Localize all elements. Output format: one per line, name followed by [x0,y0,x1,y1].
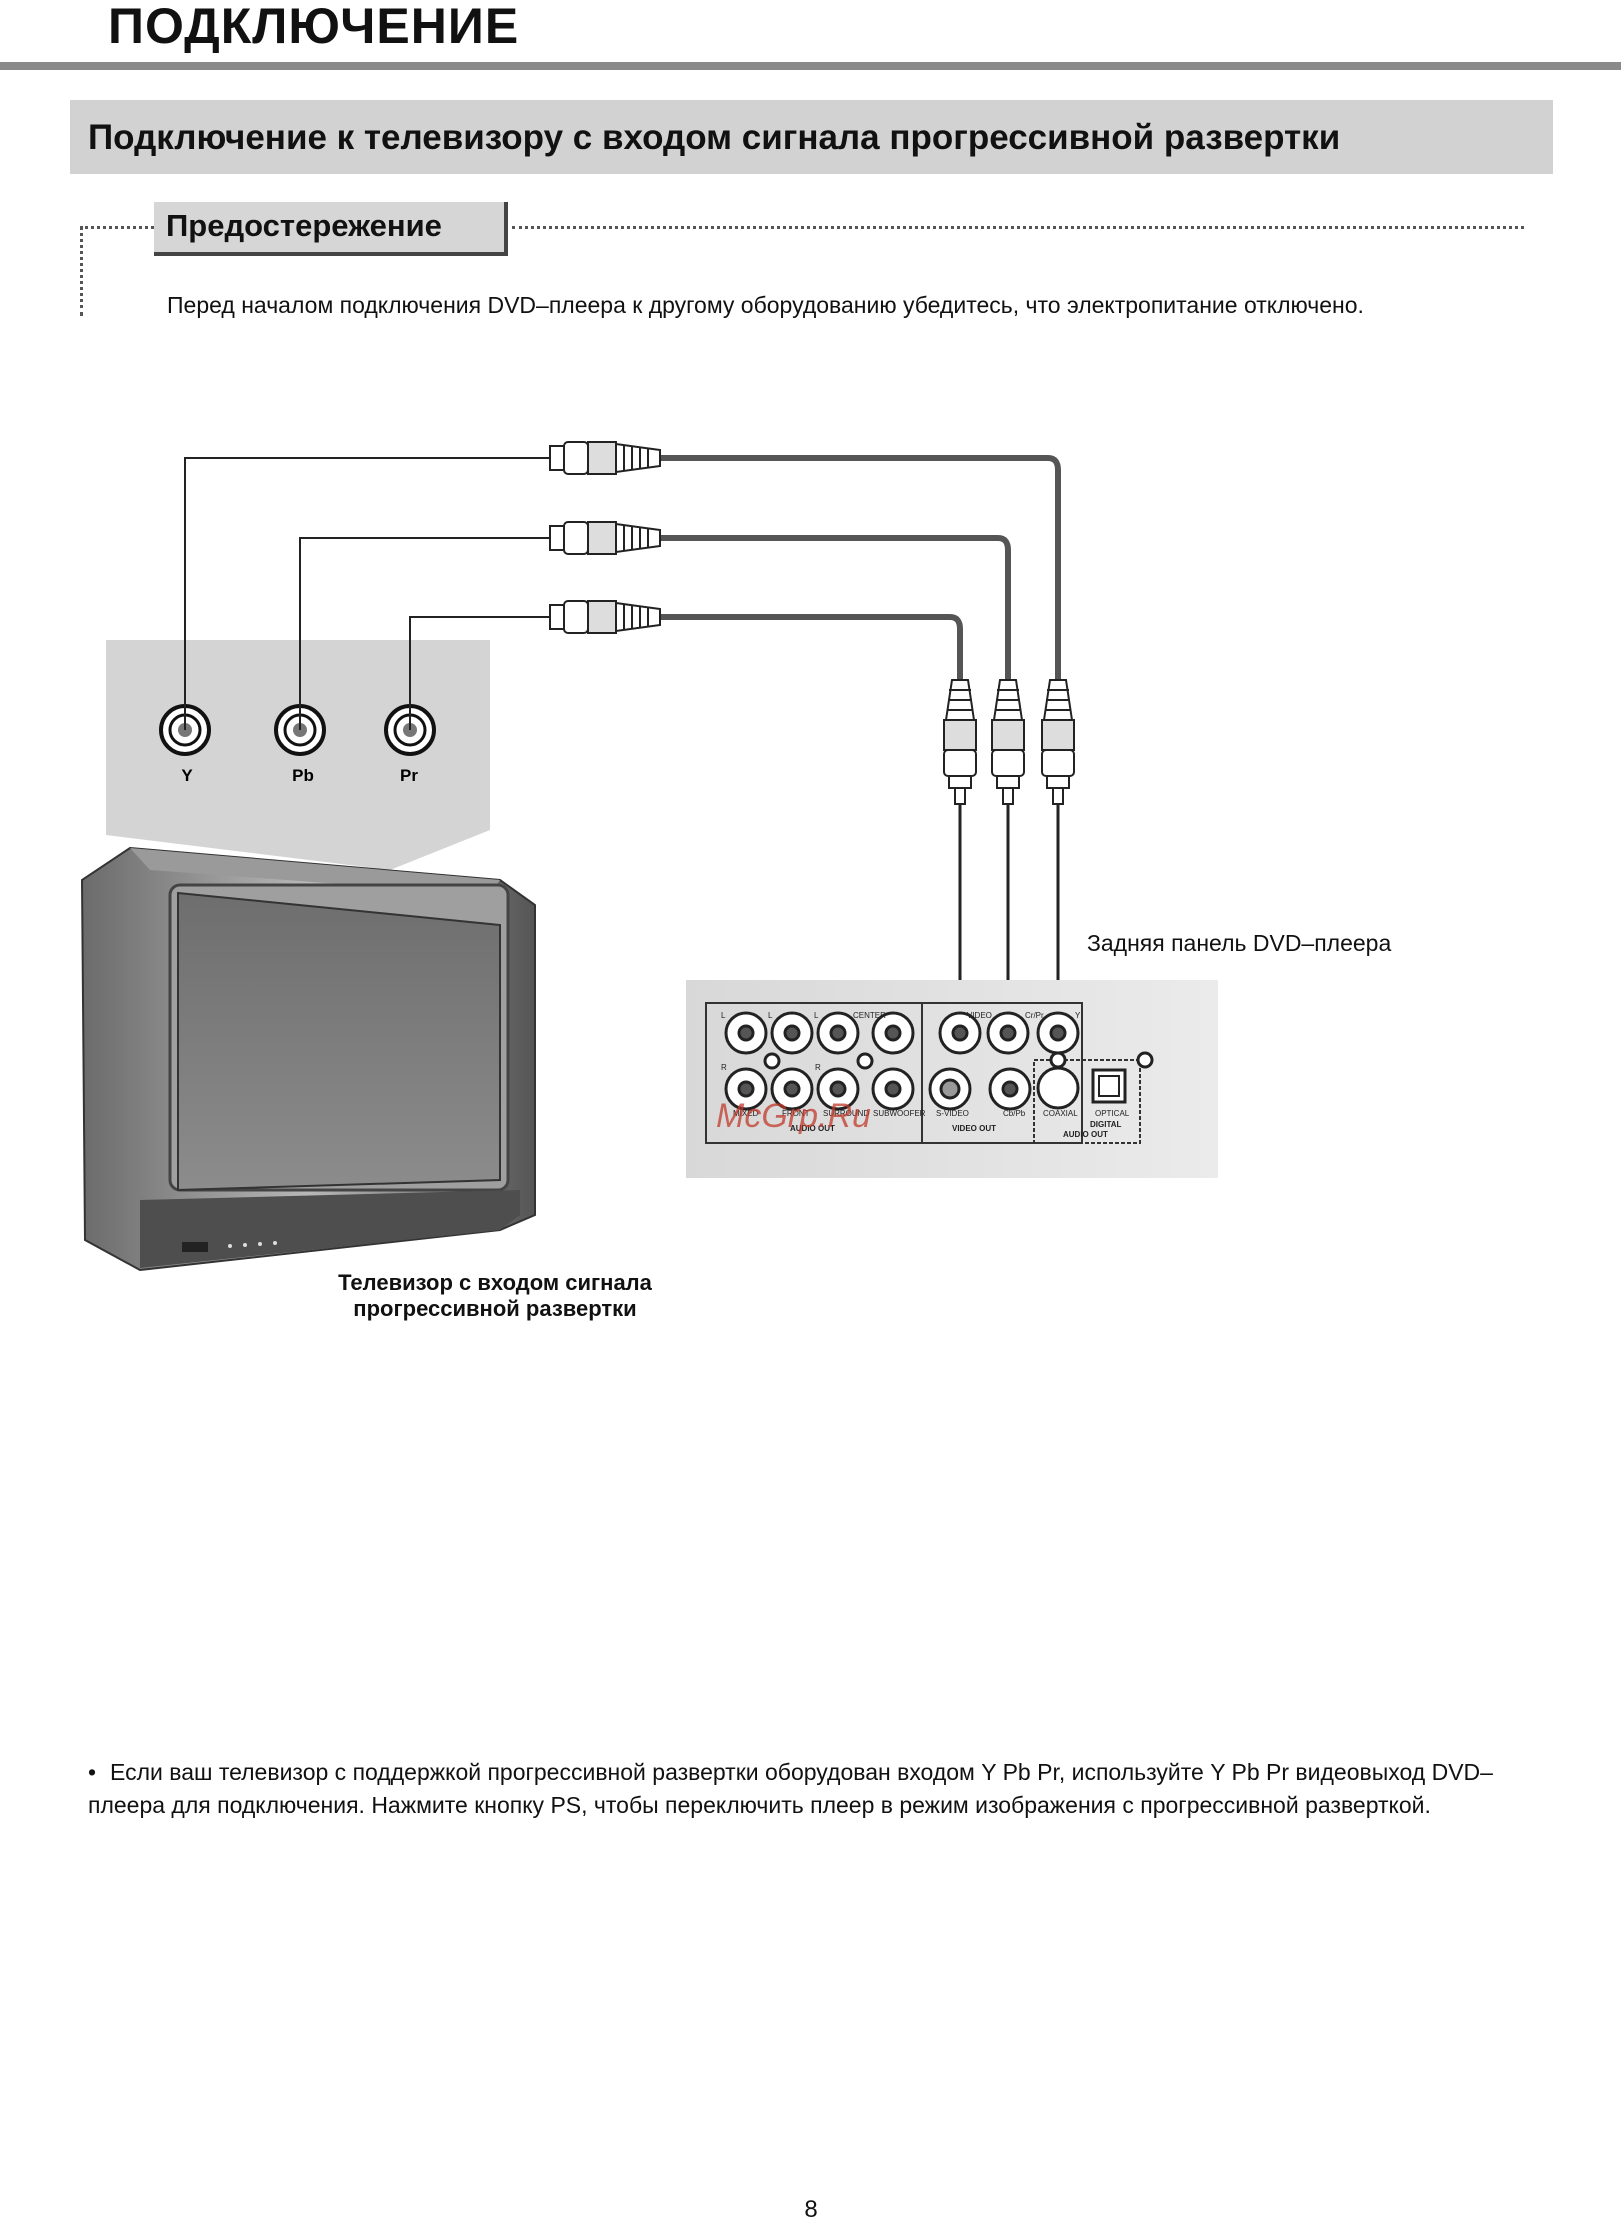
page-title: ПОДКЛЮЧЕНИЕ [108,0,520,54]
panel-label-r1: R [721,1063,727,1072]
caution-label: Предостережение [166,208,442,243]
section-title: Подключение к телевизору с входом сигнал… [88,118,1341,157]
panel-label-subwoofer: SUBWOOFER [873,1109,926,1118]
section-bar [70,100,1553,174]
caution-label-box [154,202,508,256]
panel-label-l3: L [814,1011,819,1020]
panel-label-r2: R [815,1063,821,1072]
note-bullet: • [88,1759,97,1785]
panel-label-l2: L [768,1011,773,1020]
dvd-panel-caption: Задняя панель DVD–плеера [1087,930,1392,956]
tv-caption-line2: прогрессивной развертки [353,1296,637,1321]
panel-label-y: Y [1075,1011,1081,1020]
rca-plug-pr-dvd [943,679,977,805]
panel-label-video: VIDEO [967,1011,992,1020]
panel-label-front: FRONT [782,1109,810,1118]
dvd-audio-jacks [724,1011,915,1111]
panel-label-l1: L [721,1011,726,1020]
panel-label-crpr: Cr/Pr [1025,1011,1044,1020]
tv-jack-label-pb: Pb [292,766,314,785]
tv-jack-label-y: Y [181,766,193,785]
title-rule [0,62,1621,70]
page-number: 8 [804,2196,818,2223]
dvd-video-jacks [928,1011,1154,1111]
panel-label-digital: DIGITAL [1090,1120,1122,1129]
tv-illustration [80,846,536,1272]
note-text: Если ваш телевизор с поддержкой прогресс… [88,1759,1493,1818]
panel-label-video-out: VIDEO OUT [952,1124,996,1133]
watermark: McGrp.Ru [716,1097,871,1135]
cable-wires-dvd [660,455,1061,680]
panel-label-surround: SURROUND [823,1109,869,1118]
connection-diagram: Y Pb Pr [80,441,1218,1272]
panel-label-center: CENTER [853,1011,886,1020]
rca-plug-pb-dvd [991,679,1025,805]
caution-divider-right [512,226,1524,229]
tv-jack-label-pr: Pr [400,766,418,785]
note-paragraph: •Если ваш телевизор с поддержкой прогрес… [88,1756,1548,1822]
panel-label-digital-audio-out: AUDIO OUT [1063,1130,1108,1139]
rca-plug-y-dvd [1041,679,1075,805]
panel-label-coaxial: COAXIAL [1043,1109,1078,1118]
caution-divider-vertical [80,226,83,316]
tv-caption: Телевизор с входом сигнала прогрессивной… [270,1270,720,1322]
rca-plug-y [549,441,661,475]
caution-divider-left [80,226,154,229]
cable-wires-tv [184,457,552,730]
panel-label-audio-out: AUDIO OUT [790,1124,835,1133]
rca-plug-pr [549,600,661,634]
rca-plug-pb [549,521,661,555]
panel-label-cbpb: Cb/Pb [1003,1109,1026,1118]
tv-caption-line1: Телевизор с входом сигнала [338,1270,652,1295]
panel-label-svideo: S-VIDEO [936,1109,969,1118]
panel-label-mixed: MIXED [733,1109,759,1118]
panel-label-optical: OPTICAL [1095,1109,1130,1118]
caution-text: Перед началом подключения DVD–плеера к д… [167,292,1364,318]
